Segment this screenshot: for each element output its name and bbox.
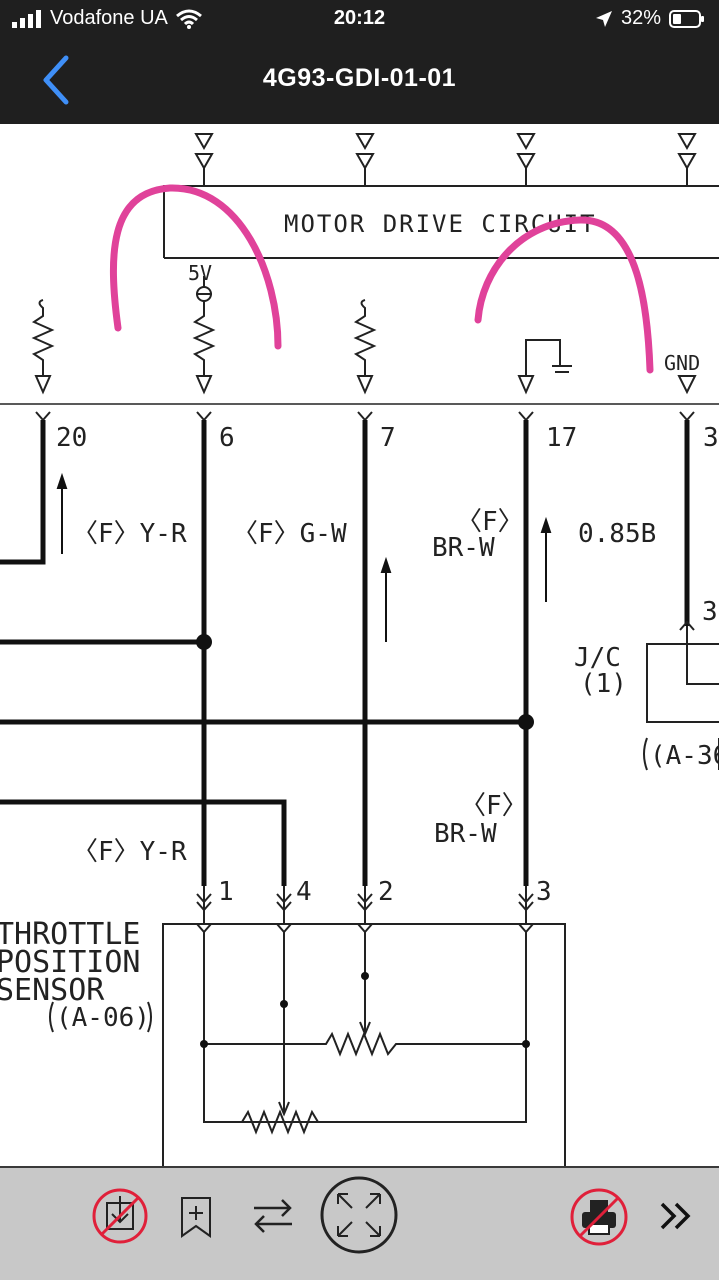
wire-label-pin20: 〈F〉Y-R [72, 519, 187, 549]
swap-icon [254, 1199, 292, 1233]
sensor-pin-2: 2 [378, 877, 394, 907]
jc-ref: (A-36 [650, 741, 719, 771]
battery-icon [669, 9, 704, 28]
status-left: Vodafone UA [12, 7, 202, 30]
wiring-diagram: MOTOR DRIVE CIRCUIT 5V GND 20 6 7 17 3 〈… [0, 133, 719, 1166]
sensor-pin-3: 3 [536, 877, 552, 907]
throttle-position-sensor [49, 886, 566, 1166]
chevron-left-icon [43, 55, 69, 105]
bottom-toolbar [0, 1166, 719, 1280]
ecu-pin-20: 20 [56, 423, 87, 453]
wire-label-pin17-top: 〈F〉 [456, 507, 524, 537]
sensor-name-line2: POSITION [0, 945, 141, 980]
document-viewer[interactable]: MOTOR DRIVE CIRCUIT 5V GND 20 6 7 17 3 〈… [0, 124, 719, 1166]
wifi-icon [175, 9, 202, 29]
annotation-marks [109, 184, 654, 374]
swap-button[interactable] [250, 1196, 296, 1236]
wire-pin20 [0, 420, 46, 565]
document-title: 4G93-GDI-01-01 [262, 64, 457, 92]
sensor-pin-4: 4 [296, 877, 312, 907]
wire-label-lower-right-bottom: BR-W [434, 819, 497, 849]
add-bookmark-button[interactable] [178, 1194, 214, 1240]
battery-percent: 32% [620, 7, 661, 29]
ground-switch-pin17 [517, 339, 572, 395]
jc-pin: 3 [702, 597, 718, 627]
nav-bar: 4G93-GDI-01-01 [0, 40, 719, 124]
junction-connector [643, 620, 719, 771]
wire-label-lower-right-top: 〈F〉 [460, 791, 528, 821]
print-button[interactable] [570, 1188, 628, 1246]
ecu-pin-7: 7 [380, 423, 396, 453]
supply-label: 5V [188, 261, 212, 285]
signal-icon [12, 9, 41, 28]
jc-label-line2: (1) [580, 669, 627, 699]
jc-label-line1: J/C [574, 643, 621, 673]
carrier-name: Vodafone UA [50, 7, 168, 29]
ecu-pin-17: 17 [546, 423, 577, 453]
sensor-ref: (A-06) [56, 1003, 150, 1033]
gnd-pin3 [677, 375, 697, 395]
status-bar: Vodafone UA 20:12 32% [0, 0, 719, 40]
resistor-pin7 [353, 299, 377, 395]
fullscreen-button[interactable] [320, 1176, 398, 1254]
ecu-pin-3: 3 [703, 423, 719, 453]
resistor-pin6 [192, 276, 216, 395]
more-icon [660, 1202, 691, 1230]
save-button[interactable] [92, 1188, 148, 1244]
ecu-pin-6: 6 [219, 423, 235, 453]
more-button[interactable] [656, 1198, 694, 1234]
sensor-pin-1: 1 [218, 877, 234, 907]
top-connector-arrows [194, 133, 697, 186]
status-time: 20:12 [333, 7, 386, 29]
wire-label-lower-left: 〈F〉Y-R [72, 837, 187, 867]
wire-label-pin3: 0.85B [578, 519, 656, 549]
fullscreen-icon [320, 1176, 398, 1254]
save-disabled-icon [92, 1188, 148, 1244]
gnd-label: GND [664, 351, 700, 375]
location-icon [595, 10, 612, 27]
wire-label-pin6: 〈F〉G-W [232, 519, 347, 549]
sensor-name-line1: THROTTLE [0, 917, 141, 952]
back-button[interactable] [36, 52, 80, 108]
sensor-name-line3: SENSOR [0, 973, 105, 1008]
wire-branch-c [0, 799, 287, 886]
wire-label-pin17-bottom: BR-W [432, 533, 495, 563]
add-bookmark-icon [181, 1197, 211, 1238]
status-right: 32% [595, 7, 705, 30]
print-disabled-icon [570, 1188, 628, 1246]
resistor-pin20 [31, 299, 55, 395]
